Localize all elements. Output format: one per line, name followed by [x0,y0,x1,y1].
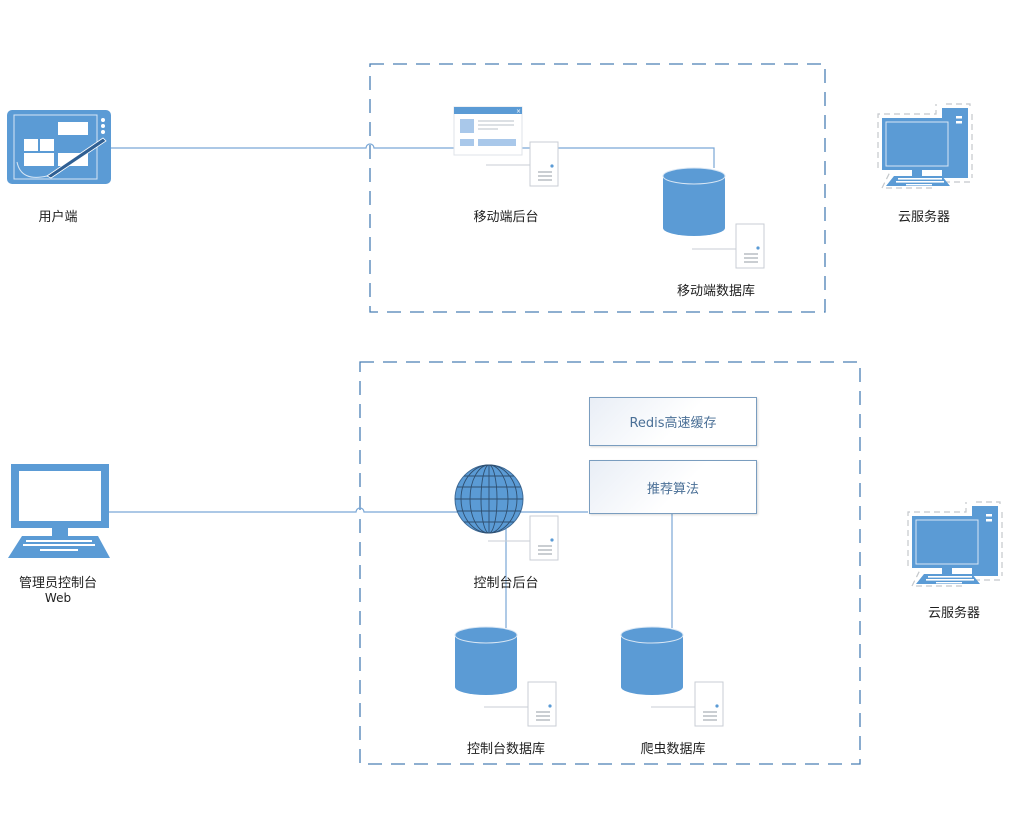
database-cylinder-icon [662,167,726,237]
globe-icon [454,464,524,534]
svg-text:×: × [516,108,521,115]
cloud-server-label-top: 云服务器 [897,210,951,225]
desktop-computer-icon [877,103,973,189]
crawler-database-label: 爬虫数据库 [640,742,706,757]
server-icon [484,681,557,727]
database-cylinder-icon [620,626,684,696]
database-cylinder-icon [454,626,518,696]
connector-admin-to-console-backend [72,507,673,628]
server-icon [488,515,559,561]
redis-cache-box[interactable]: Redis高速缓存 [589,397,757,446]
recommendation-algorithm-label: 推荐算法 [646,481,699,497]
mobile-backend-label: 移动端后台 [473,210,539,225]
tablet-pen-icon [7,110,111,184]
user-client-label: 用户端 [38,210,78,225]
server-icon [651,681,724,727]
console-group-boundary [359,361,861,765]
admin-console-sublabel: Web [44,591,72,605]
console-backend-label: 控制台后台 [473,576,539,591]
redis-cache-label: Redis高速缓存 [629,416,717,431]
mobile-group-boundary [369,63,826,313]
connector-user-to-mobile-backend [110,143,715,168]
recommendation-algorithm-box[interactable]: 推荐算法 [589,460,757,514]
admin-console-label: 管理员控制台 [18,576,98,591]
laptop-icon [8,464,110,558]
server-icon [486,141,559,187]
console-database-label: 控制台数据库 [466,742,546,757]
cloud-server-label-bottom: 云服务器 [927,606,981,621]
mobile-database-label: 移动端数据库 [676,284,756,299]
server-icon [692,223,765,269]
web-app-window-icon: × [453,106,523,156]
desktop-computer-icon [907,501,1003,587]
